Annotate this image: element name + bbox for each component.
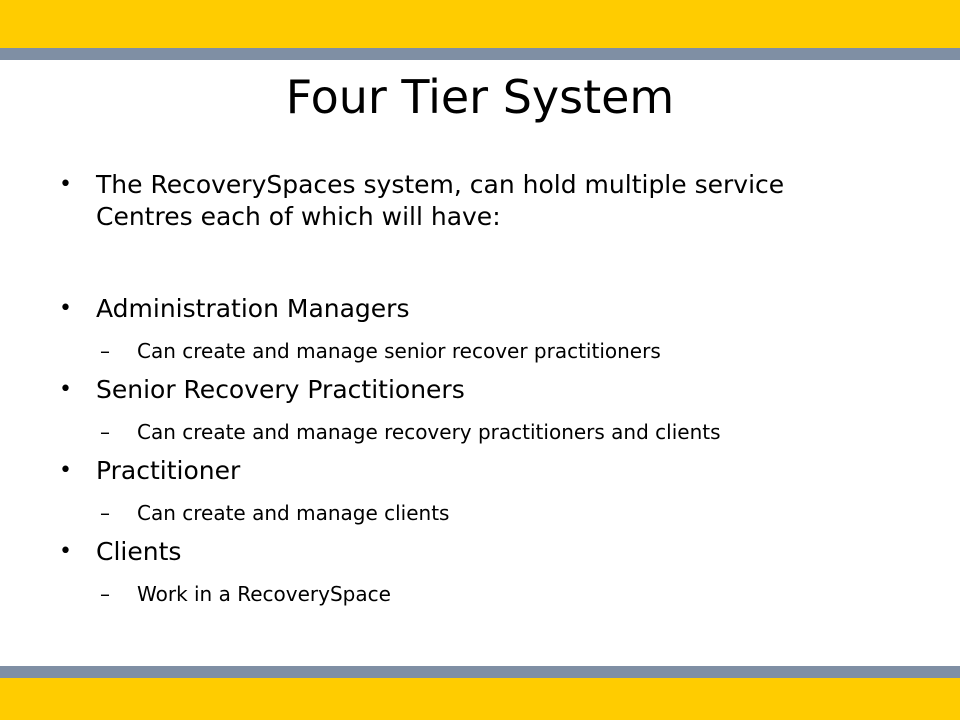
sub-bullet-text: Can create and manage clients	[137, 501, 450, 525]
bullet-marker: •	[59, 172, 72, 197]
bullet-text: Practitioner	[96, 456, 241, 485]
bullet-item-senior-recovery-practitioners: • Senior Recovery Practitioners	[59, 374, 465, 406]
top-accent-band	[0, 0, 960, 48]
bullet-marker: •	[59, 296, 72, 321]
slide-title: Four Tier System	[285, 70, 675, 124]
bullet-item-administration-managers: • Administration Managers	[59, 293, 410, 325]
sub-bullet-item-senior-recovery-practitioners: – Can create and manage recovery practit…	[100, 418, 721, 446]
bullet-text: Clients	[96, 537, 182, 566]
sub-bullet-item-practitioner: – Can create and manage clients	[100, 499, 450, 527]
sub-bullet-text: Work in a RecoverySpace	[137, 582, 391, 606]
bullet-text-line-1: The RecoverySpaces system, can hold mult…	[96, 170, 785, 199]
sub-bullet-text: Can create and manage senior recover pra…	[137, 339, 661, 363]
bullet-marker: •	[59, 539, 72, 564]
sub-bullet-item-administration-managers: – Can create and manage senior recover p…	[100, 337, 661, 365]
bullet-marker: •	[59, 377, 72, 402]
dash-marker: –	[100, 339, 110, 363]
top-divider-stripe	[0, 48, 960, 60]
dash-marker: –	[100, 420, 110, 444]
dash-marker: –	[100, 582, 110, 606]
bullet-text: Senior Recovery Practitioners	[96, 375, 465, 404]
bullet-marker: •	[59, 458, 72, 483]
sub-bullet-text: Can create and manage recovery practitio…	[137, 420, 721, 444]
bullet-item-intro: • The RecoverySpaces system, can hold mu…	[59, 169, 785, 233]
bullet-text: Administration Managers	[96, 294, 410, 323]
bottom-accent-band	[0, 678, 960, 720]
sub-bullet-item-clients: – Work in a RecoverySpace	[100, 580, 391, 608]
bullet-item-clients: • Clients	[59, 536, 182, 568]
bullet-text-line-2: Centres each of which will have:	[96, 202, 501, 231]
dash-marker: –	[100, 501, 110, 525]
bullet-item-practitioner: • Practitioner	[59, 455, 241, 487]
bottom-divider-stripe	[0, 666, 960, 678]
